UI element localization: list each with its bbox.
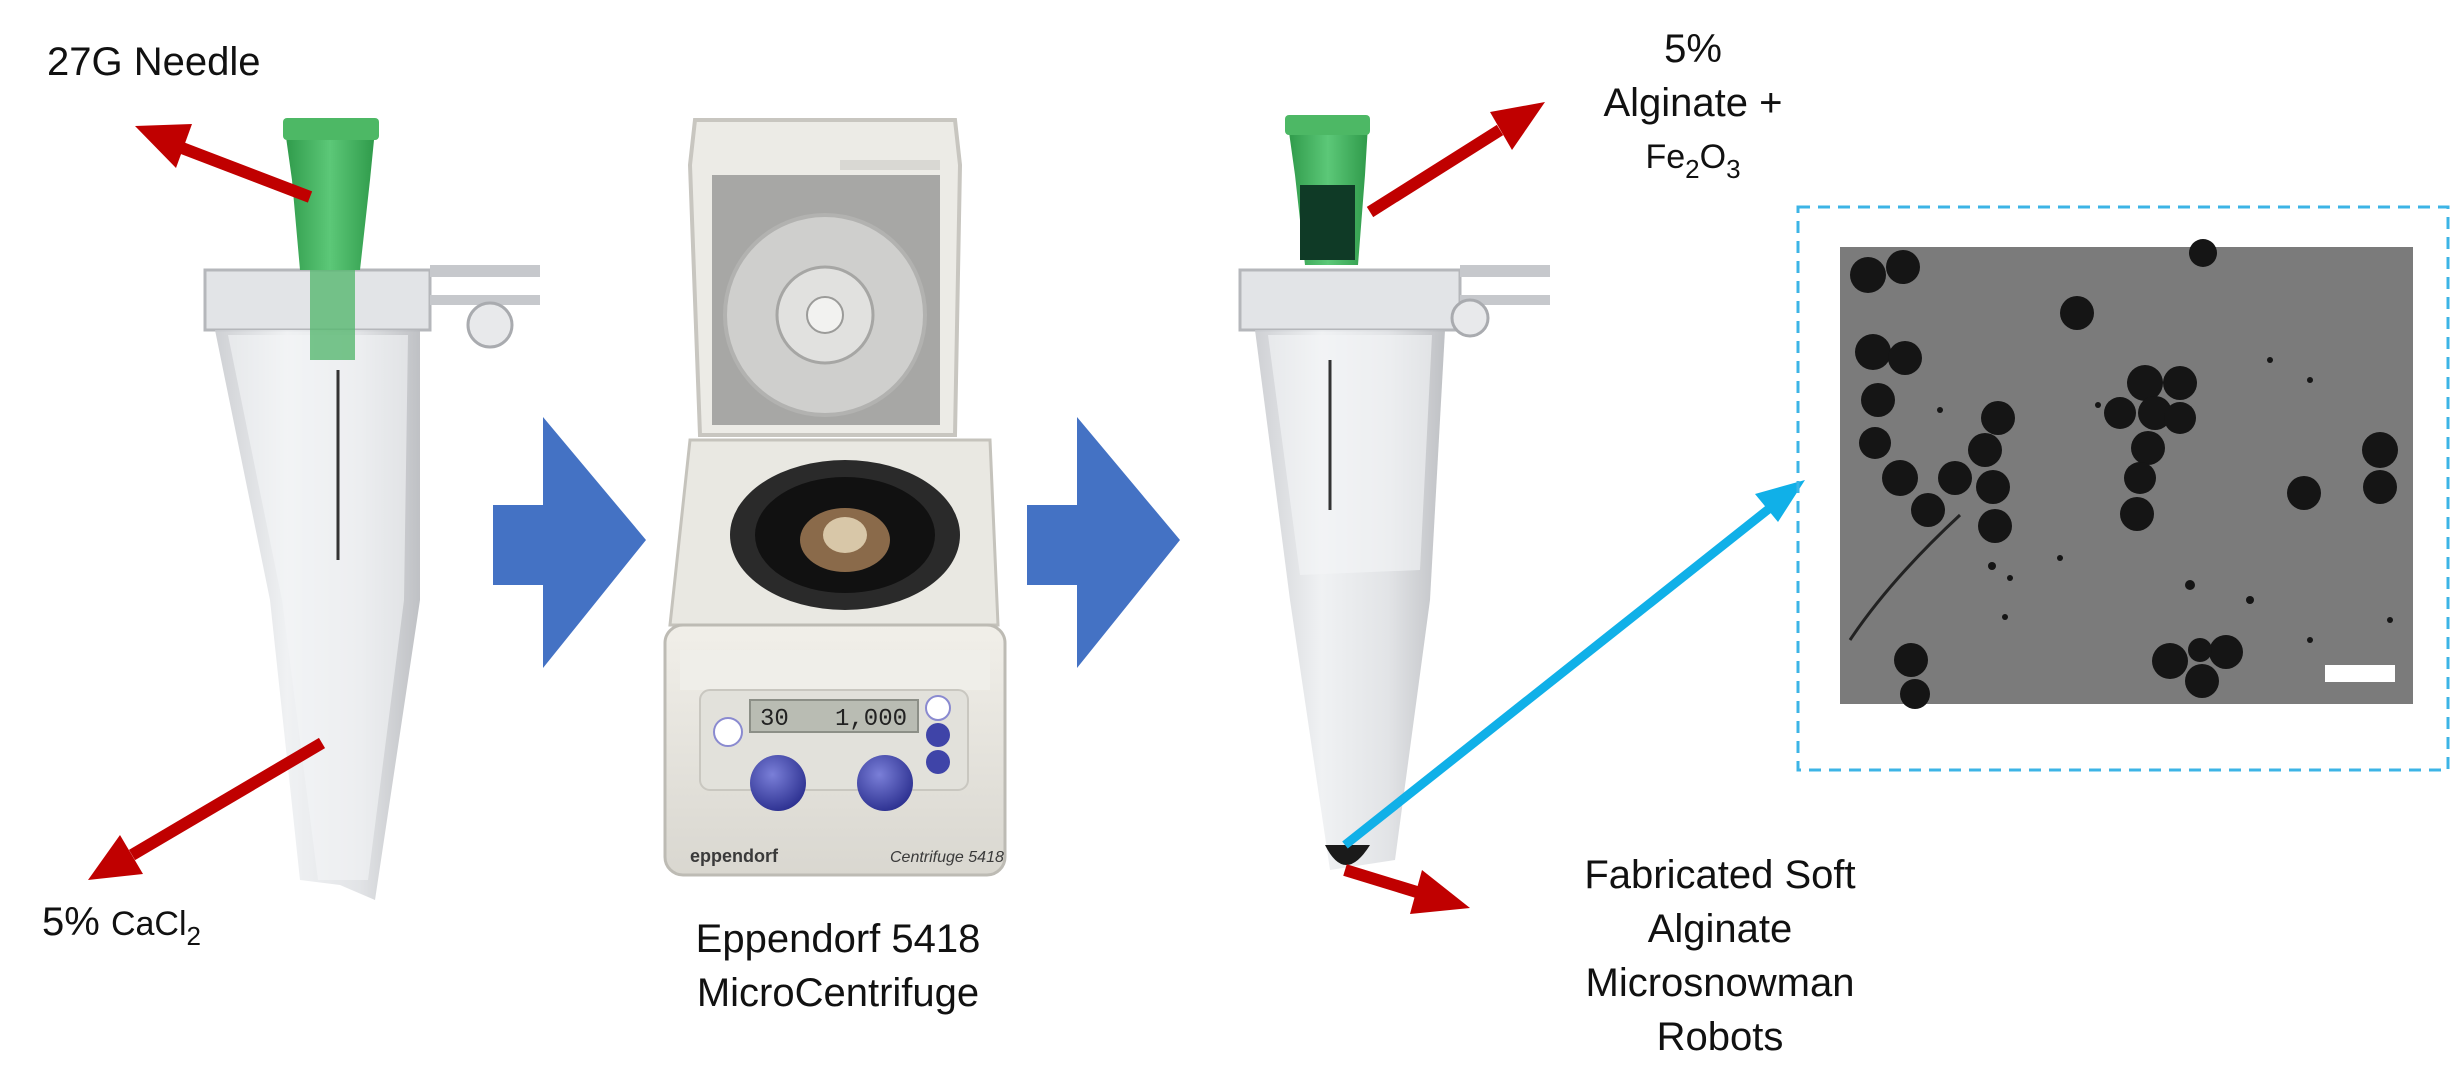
centrifuge-device (663, 118, 1007, 877)
centrifuge-brand: eppendorf (690, 846, 779, 866)
robots-label-line2: Alginate (1647, 907, 1793, 951)
callout-arrow-needle (135, 124, 313, 203)
micrograph-fiber (1848, 513, 1962, 641)
tube-left (203, 118, 540, 900)
o-subscript: 3 (1726, 154, 1741, 184)
alginate-label-line2: Alginate + (1603, 81, 1783, 125)
callout-arrow-robots (1343, 864, 1470, 914)
fe2o3-label: Fe2O3 (1568, 130, 1818, 196)
zoom-box (1796, 205, 2450, 772)
robots-label: Fabricated Soft Alginate Microsnowman Ro… (1540, 848, 1900, 1064)
cacl2-subscript: 2 (186, 921, 201, 951)
process-arrow-2 (1027, 417, 1180, 668)
centrifuge-display-left: 30 (760, 706, 789, 733)
centrifuge-label-line1: Eppendorf 5418 (695, 917, 981, 961)
cacl2-formula: CaCl (110, 905, 187, 943)
o-symbol: O (1699, 138, 1727, 176)
cacl2-percent: 5% (42, 900, 111, 944)
callout-arrow-cacl2 (88, 737, 326, 880)
needle-label: 27G Needle (47, 40, 261, 84)
centrifuge-display-right: 1,000 (835, 706, 907, 733)
callout-arrow-alginate (1366, 102, 1545, 218)
cacl2-label: 5% CaCl2 (42, 895, 201, 963)
centrifuge-label: Eppendorf 5418 MicroCentrifuge (668, 912, 1008, 1020)
tube-right (1238, 115, 1550, 870)
process-arrow-1 (493, 417, 646, 668)
alginate-label: 5% Alginate + Fe2O3 (1568, 22, 1818, 196)
centrifuge-model: Centrifuge 5418 (890, 849, 1004, 866)
robots-label-line4: Robots (1656, 1015, 1784, 1059)
micrograph-particles (1850, 239, 2398, 709)
fe-symbol: Fe (1645, 138, 1686, 176)
robots-label-line3: Microsnowman (1585, 961, 1855, 1005)
zoom-arrow (1342, 480, 1805, 849)
centrifuge-label-line2: MicroCentrifuge (696, 971, 980, 1015)
alginate-label-line1: 5% (1664, 27, 1722, 71)
scale-bar (2325, 665, 2395, 682)
robots-label-line1: Fabricated Soft (1584, 853, 1856, 897)
fe-subscript: 2 (1685, 154, 1700, 184)
